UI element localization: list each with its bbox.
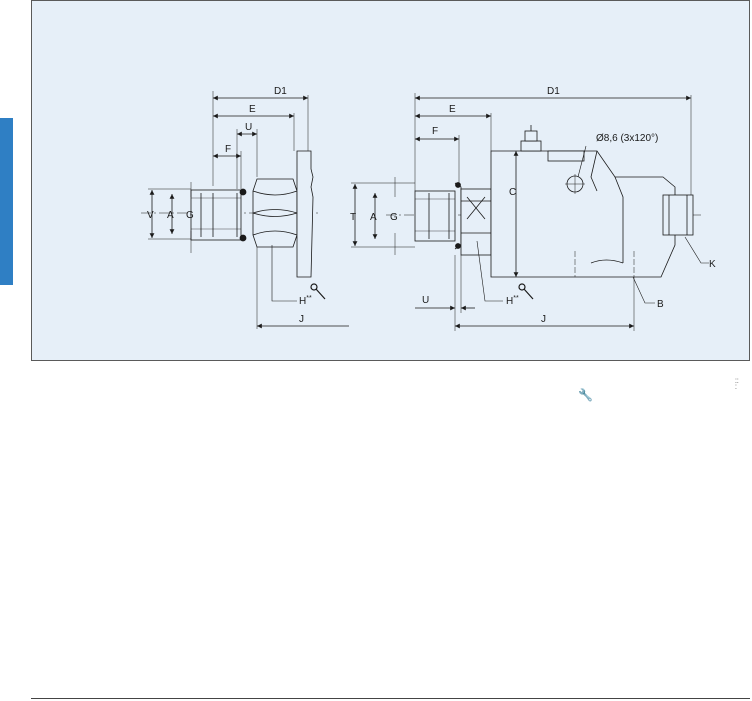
wrench-icon <box>310 283 326 300</box>
left-label-g: G <box>186 210 194 221</box>
right-label-c: C <box>509 187 516 198</box>
left-label-j: J <box>299 314 304 325</box>
right-label-a: A <box>370 212 377 223</box>
right-label-f: F <box>432 126 438 137</box>
right-label-e: E <box>449 104 456 115</box>
right-label-b: B <box>657 299 664 310</box>
section-side-tab <box>0 118 13 285</box>
left-label-e: E <box>249 104 256 115</box>
right-label-h: H** <box>506 295 519 307</box>
left-label-a: A <box>167 210 174 221</box>
right-label-g: G <box>390 212 398 223</box>
left-label-h: H** <box>299 295 312 307</box>
left-label-v: V <box>147 210 154 221</box>
right-label-k: K <box>709 259 716 270</box>
left-label-d1: D1 <box>274 86 287 97</box>
right-label-d1: D1 <box>547 86 560 97</box>
right-label-t: T <box>350 212 356 223</box>
left-label-f: F <box>225 144 231 155</box>
bottom-divider <box>31 698 750 699</box>
right-view <box>351 93 709 331</box>
right-hole-note: Ø8,6 (3x120°) <box>596 133 658 144</box>
right-label-j: J <box>541 314 546 325</box>
corner-mark-icon: ⁚⁚⁚ <box>735 378 739 391</box>
left-view <box>141 91 349 329</box>
left-label-u: U <box>245 122 252 133</box>
wrench-icon <box>518 283 534 300</box>
wrench-icon: 🔧 <box>578 388 593 402</box>
technical-drawing-panel: D1 E U F V A G H** J D1 E F Ø8,6 (3x120°… <box>31 0 750 361</box>
technical-drawing: D1 E U F V A G H** J D1 E F Ø8,6 (3x120°… <box>141 86 716 331</box>
right-label-u: U <box>422 295 429 306</box>
